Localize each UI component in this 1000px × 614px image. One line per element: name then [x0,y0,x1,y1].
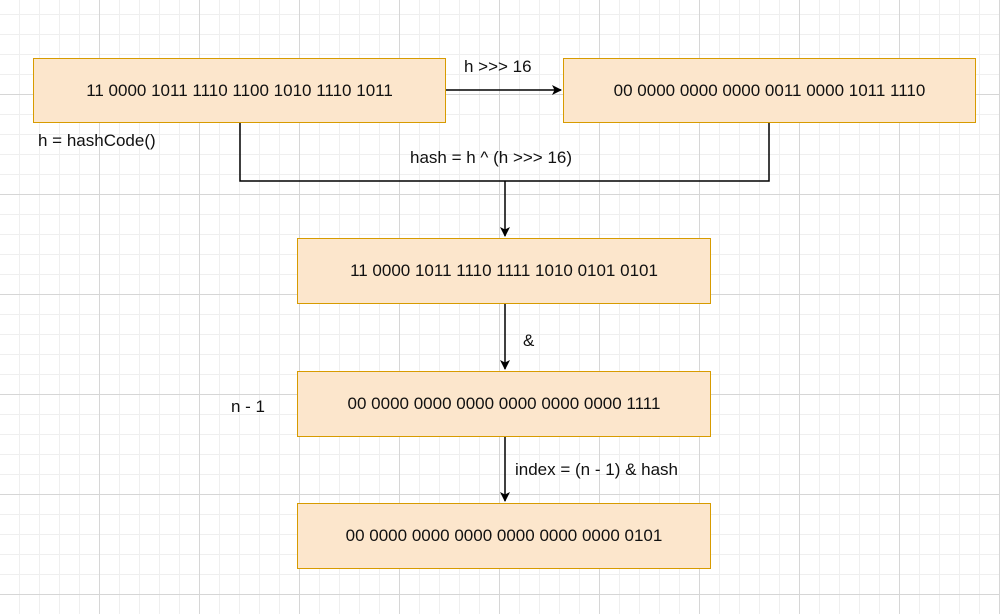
hashcode-label: h = hashCode() [38,131,156,150]
hash-result-box: 11 0000 1011 1110 1111 1010 0101 0101 [297,238,711,304]
n-minus-1-box: 00 0000 0000 0000 0000 0000 0000 1111 [297,371,711,437]
xor-operation-label: hash = h ^ (h >>> 16) [410,148,573,167]
shifted-hash-box: 00 0000 0000 0000 0011 0000 1011 1110 [563,58,976,123]
n-minus-1-label: n - 1 [231,397,266,416]
index-result-box: 00 0000 0000 0000 0000 0000 0000 0101 [297,503,711,569]
and-operation-label: & [523,331,535,350]
shift-operation-label: h >>> 16 [464,57,532,76]
hashcode-box: 11 0000 1011 1110 1100 1010 1110 1011 [33,58,446,123]
index-formula-label: index = (n - 1) & hash [515,460,679,479]
